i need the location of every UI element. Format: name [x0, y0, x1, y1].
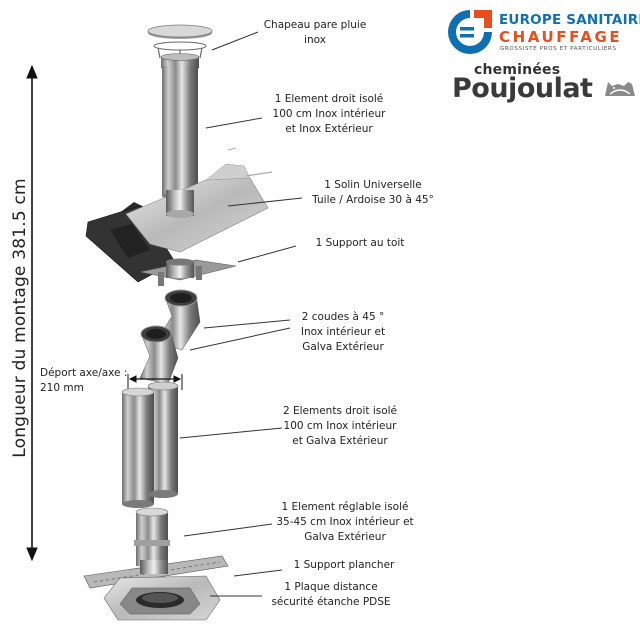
leader-coudes-1: [203, 319, 291, 329]
rain-cap: [147, 24, 213, 68]
poujoulat-logo: cheminées Poujoulat: [452, 62, 638, 108]
height-label: Longueur du montage 381.5 cm: [10, 178, 30, 458]
logo-line-1: EUROPE SANITAIRE: [499, 12, 640, 28]
label-support-plancher: 1 Support plancher: [293, 559, 395, 571]
elbows: [139, 289, 201, 385]
adjustable-element: [134, 507, 170, 566]
leader-support-toit: [237, 245, 297, 263]
leader-support-plancher: [233, 569, 283, 577]
leader-element-reglable: [183, 523, 273, 537]
europe-sanitaire-logo: EUROPE SANITAIRE CHAUFFAGE GROSSISTE PRO…: [444, 6, 640, 58]
poujoulat-line-2: Poujoulat: [452, 73, 593, 104]
roof-support: [139, 258, 237, 286]
leader-chapeau: [211, 31, 259, 51]
roof-flashing: [85, 147, 273, 283]
poujoulat-line-1: cheminées: [474, 62, 561, 78]
leader-lines: [179, 31, 303, 597]
straight-element-top: [162, 66, 198, 196]
label-plaque: 1 Plaque distance sécurité étanche PDSE: [271, 581, 391, 608]
label-element-droit-1: 1 Element droit isolé 100 cm Inox intéri…: [272, 93, 386, 135]
label-support-toit: 1 Support au toit: [315, 237, 405, 249]
logo-line-3: GROSSISTE PROS ET PARTICULIERS: [500, 46, 617, 52]
offset-dimension: [127, 374, 183, 390]
label-solin: 1 Solin Universelle Tuile / Ardoise 30 à…: [312, 179, 434, 206]
logo-line-2: CHAUFFAGE: [499, 28, 623, 46]
offset-label: Déport axe/axe : 210 mm: [40, 367, 128, 394]
leader-coudes-2: [189, 327, 291, 351]
cat-icon: [605, 82, 635, 96]
label-chapeau: Chapeau pare pluie inox: [263, 19, 367, 46]
height-dimension-arrow: [26, 64, 38, 562]
straight-elements-double: [121, 381, 179, 508]
label-coudes: 2 coudes à 45 ° Inox intérieur et Galva …: [300, 311, 386, 353]
label-elements-droits-2: 2 Elements droit isolé 100 cm Inox intér…: [282, 405, 398, 447]
label-element-reglable: 1 Element réglable isolé 35-45 cm Inox i…: [276, 501, 414, 543]
leader-solin: [227, 197, 303, 207]
safety-plate: [103, 575, 221, 621]
leader-elements-droits-2: [179, 427, 283, 439]
leader-element-droit-1: [205, 117, 263, 129]
esc-emblem-icon: [448, 10, 492, 54]
